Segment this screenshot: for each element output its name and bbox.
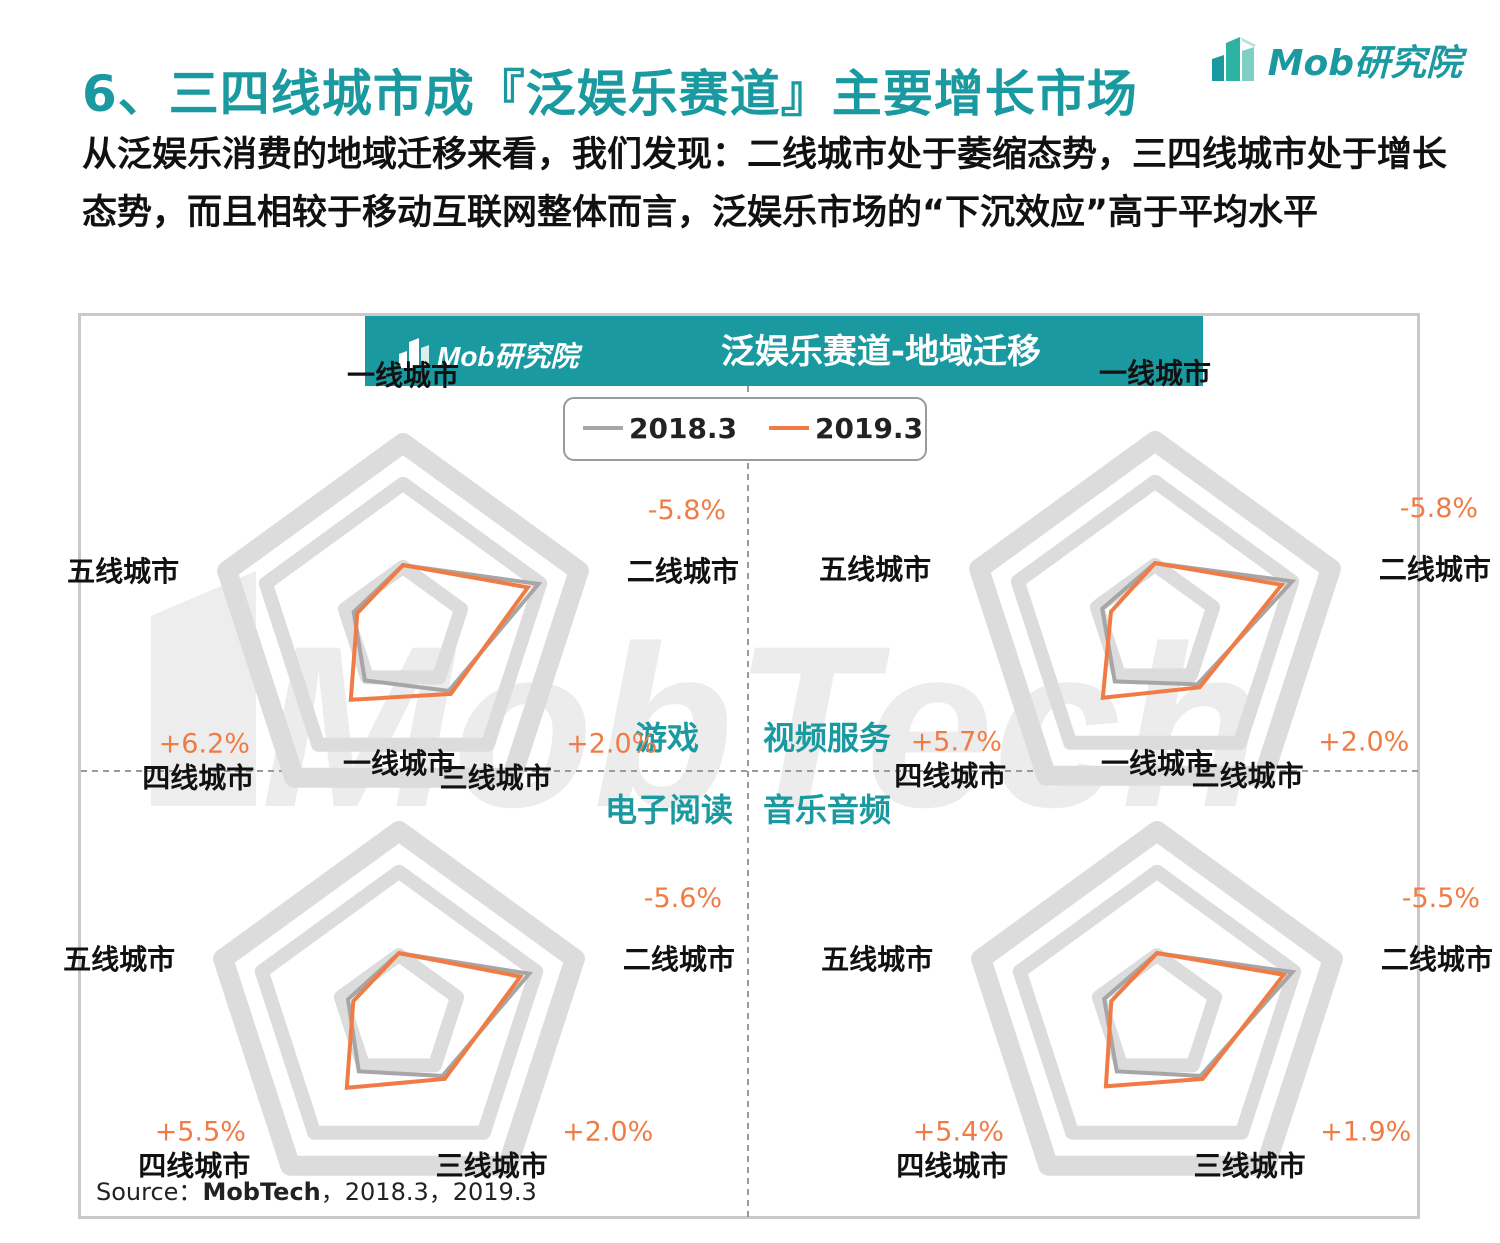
page-subtitle: 从泛娱乐消费的地域迁移来看，我们发现：二线城市处于萎缩态势，三四线城市处于增长态…: [82, 135, 1448, 233]
radar-grid-ring: [1091, 948, 1223, 1073]
axis-label-tier4: 四线城市: [142, 762, 254, 795]
axis-label-tier2: 二线城市: [1381, 943, 1493, 976]
radar-grid-ring: [333, 948, 465, 1073]
radar-series-2019.3: [1100, 560, 1286, 701]
change-annotation-tier3: +1.9%: [1320, 1117, 1411, 1148]
chart-header: Mob研究院 泛娱乐赛道-地域迁移: [365, 316, 1203, 386]
axis-label-tier4: 四线城市: [896, 1150, 1008, 1183]
axis-label-tier1: 一线城市: [1101, 747, 1213, 780]
axis-label-tier3: 三线城市: [1192, 760, 1304, 793]
change-annotation-tier3: +2.0%: [566, 729, 657, 760]
watermark-logo-icon: [151, 571, 256, 806]
axis-label-tier2: 二线城市: [627, 555, 739, 588]
radar-series-2018.3: [1102, 950, 1297, 1078]
legend: 2018.3 2019.3: [563, 397, 927, 461]
source-note: Source：MobTech，2018.3，2019.3: [96, 1172, 537, 1207]
header-logo-icon: [399, 338, 429, 368]
building-logo-icon: [1211, 37, 1256, 81]
change-annotation-tier4: +5.4%: [913, 1117, 1004, 1148]
category-label-ebook: 电子阅读: [605, 791, 733, 829]
change-annotation-tier3: +2.0%: [1318, 727, 1409, 758]
chart-header-title: 泛娱乐赛道-地域迁移: [721, 332, 1041, 372]
source-name: MobTech: [202, 1178, 321, 1206]
legend-box: [563, 397, 927, 461]
radar-charts: MobTech Mob研究院 泛娱乐赛道-地域迁移 2018.3 2019.3 …: [63, 316, 1493, 1222]
radar-grid-ring: [217, 433, 589, 788]
axis-label-tier2: 二线城市: [1379, 553, 1491, 586]
category-label-music: 音乐音频: [763, 791, 891, 829]
source-prefix: Source：: [96, 1178, 203, 1206]
legend-label-2019: 2019.3: [815, 412, 923, 445]
radar-grid-ring: [969, 431, 1341, 786]
axis-label-tier3: 三线城市: [436, 1150, 548, 1183]
axis-label-tier5: 五线城市: [63, 943, 175, 976]
axis-label-tier1: 一线城市: [347, 359, 459, 392]
radar-series-2019.3: [348, 562, 532, 702]
change-annotation-tier3: +2.0%: [562, 1117, 653, 1148]
axis-label-tier4: 四线城市: [894, 760, 1006, 793]
radar-grid-ring: [258, 476, 548, 752]
axis-label-tier5: 五线城市: [67, 555, 179, 588]
header-logo-text: Mob研究院: [437, 341, 584, 372]
radar-grid-ring: [213, 821, 585, 1176]
axis-label-tier2: 二线城市: [623, 943, 735, 976]
chart-header-bar: [365, 316, 1203, 386]
axis-label-tier3: 三线城市: [1194, 1150, 1306, 1183]
legend-label-2018: 2018.3: [629, 412, 737, 445]
chart-panel: MobTech Mob研究院 泛娱乐赛道-地域迁移 2018.3 2019.3 …: [63, 313, 1493, 1222]
watermark: MobTech: [151, 571, 1262, 855]
radar-grid-ring: [254, 864, 544, 1140]
radar-series-2019.3: [1103, 950, 1288, 1089]
category-label-games: 游戏: [635, 719, 699, 757]
axis-label-tier5: 五线城市: [821, 943, 933, 976]
axis-label-tier1: 一线城市: [343, 747, 455, 780]
source-suffix: ，2018.3，2019.3: [320, 1178, 537, 1206]
radar-grid-ring: [1010, 474, 1300, 750]
axis-label-tier4: 四线城市: [138, 1150, 250, 1183]
radar-grid-ring: [971, 821, 1343, 1176]
radar-series-2018.3: [345, 950, 534, 1078]
page-title: 6、三四线城市成『泛娱乐赛道』主要增长市场: [82, 65, 1138, 123]
radar-grid-ring: [1012, 864, 1302, 1140]
brand-logo: Mob研究院: [1210, 34, 1462, 86]
radar-series-2018.3: [1100, 560, 1297, 687]
change-annotation-tier4: +5.7%: [911, 727, 1002, 758]
change-annotation-tier2: -5.8%: [1400, 493, 1478, 524]
brand-name: Mob研究院: [1267, 43, 1462, 84]
change-annotation-tier2: -5.5%: [1402, 883, 1480, 914]
radar-grid-ring: [337, 559, 469, 685]
change-annotation-tier4: +5.5%: [155, 1117, 246, 1148]
axis-label-tier1: 一线城市: [1099, 357, 1211, 390]
category-label-video: 视频服务: [763, 719, 891, 757]
watermark-text: MobTech: [261, 598, 1262, 855]
radar-series-2018.3: [351, 562, 543, 694]
radar-series-2019.3: [344, 950, 524, 1091]
radar-grid-ring: [1089, 557, 1221, 683]
change-annotation-tier4: +6.2%: [159, 729, 250, 760]
change-annotation-tier2: -5.6%: [644, 883, 722, 914]
axis-label-tier5: 五线城市: [819, 553, 931, 586]
axis-label-tier3: 三线城市: [440, 762, 552, 795]
change-annotation-tier2: -5.8%: [648, 495, 726, 526]
